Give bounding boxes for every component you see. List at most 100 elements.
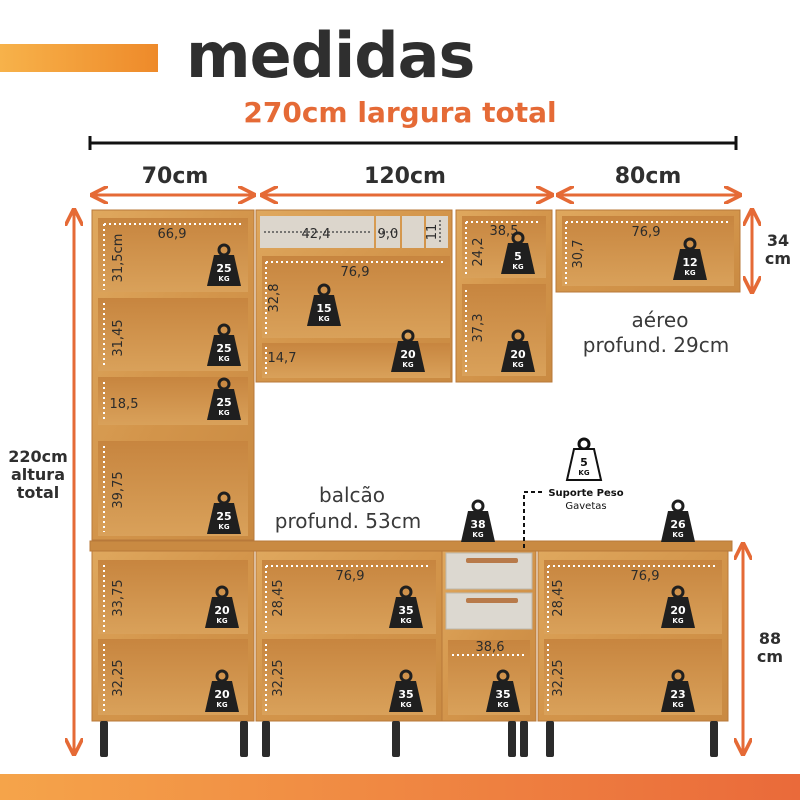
measure-31-45: 31,45 <box>111 319 126 356</box>
page-title: medidas <box>186 19 475 92</box>
total-width-label: 270cm largura total <box>243 96 557 129</box>
weight-value: 12 <box>682 256 697 269</box>
weight-unit: KG <box>672 531 683 539</box>
measure-66-9: 66,9 <box>158 227 187 242</box>
weight-unit: KG <box>216 617 227 625</box>
measure-38-5: 38,5 <box>490 224 519 239</box>
weight-unit: KG <box>400 617 411 625</box>
aereo-note-line2: profund. 29cm <box>583 333 729 357</box>
weight-value: 25 <box>216 342 231 355</box>
measure-42-4: 42,4 <box>302 227 331 242</box>
weight-value: 38 <box>470 518 485 531</box>
measure-14-7: 14,7 <box>268 351 297 366</box>
weight-value: 5 <box>514 250 522 263</box>
weight-unit: KG <box>218 355 229 363</box>
weight-value: 20 <box>670 604 686 617</box>
measure-28-45-right: 28,45 <box>551 579 566 616</box>
weight-unit: KG <box>218 275 229 283</box>
weight-value: 20 <box>510 348 526 361</box>
footer-accent-bar <box>0 774 800 800</box>
total-height-label-1: 220cm <box>8 447 68 466</box>
measurement-guides <box>103 221 728 712</box>
base-height-label-1: 88 <box>759 629 781 648</box>
width-label-right: 80cm <box>615 164 682 189</box>
measure-18-5: 18,5 <box>110 397 139 412</box>
width-label-middle: 120cm <box>364 164 446 189</box>
weight-icon-w-sup: 5KG <box>565 437 603 481</box>
weight-unit: KG <box>684 269 695 277</box>
measure-32-25-middle: 32,25 <box>271 659 286 696</box>
base-height-label-2: cm <box>757 647 783 666</box>
measure-76-9-right-upper: 76,9 <box>632 225 661 240</box>
weight-value: 35 <box>398 604 413 617</box>
drawer-top-guides <box>264 220 441 244</box>
measure-32-25-right: 32,25 <box>551 659 566 696</box>
measure-24-2: 24,2 <box>471 238 486 267</box>
measure-32-25-left: 32,25 <box>111 659 126 696</box>
weight-unit: KG <box>512 263 523 271</box>
measure-33-75: 33,75 <box>111 579 126 616</box>
weight-unit: KG <box>672 617 683 625</box>
weight-unit: KG <box>497 701 508 709</box>
balcao-note-line2: profund. 53cm <box>275 509 421 533</box>
suporte-pointer-line <box>523 491 542 548</box>
weight-unit: KG <box>578 469 589 477</box>
weight-value: 20 <box>214 604 230 617</box>
cabinet-legs <box>100 721 718 757</box>
measure-38-6: 38,6 <box>476 640 505 655</box>
weight-unit: KG <box>402 361 413 369</box>
weight-value: 25 <box>216 396 231 409</box>
measure-37-3: 37,3 <box>471 314 486 343</box>
weight-value: 23 <box>670 688 685 701</box>
weight-unit: KG <box>216 701 227 709</box>
measure-76-9-upper: 76,9 <box>341 265 370 280</box>
weight-unit: KG <box>400 701 411 709</box>
weight-unit: KG <box>218 523 229 531</box>
weight-value: 35 <box>398 688 413 701</box>
width-arrows <box>74 195 752 754</box>
balcao-note-line1: balcão <box>319 483 385 507</box>
width-label-left: 70cm <box>142 164 209 189</box>
aereo-note-line1: aéreo <box>632 308 689 332</box>
total-height-label-2: altura <box>11 465 65 484</box>
measure-31-5: 31,5cm <box>111 234 126 283</box>
measure-30-7: 30,7 <box>571 240 586 269</box>
upper-height-label-2: cm <box>765 249 791 268</box>
weight-value: 20 <box>400 348 416 361</box>
weight-value: 5 <box>580 456 588 469</box>
measure-76-9-base-right: 76,9 <box>631 569 660 584</box>
weight-value: 20 <box>214 688 230 701</box>
weight-unit: KG <box>218 409 229 417</box>
weight-unit: KG <box>318 315 329 323</box>
weight-value: 25 <box>216 510 231 523</box>
total-height-label-3: total <box>17 483 60 502</box>
measure-76-9-base-middle: 76,9 <box>336 569 365 584</box>
weight-unit: KG <box>472 531 483 539</box>
weight-unit: KG <box>672 701 683 709</box>
measure-11: 11 <box>425 224 440 241</box>
weight-value: 35 <box>495 688 510 701</box>
measure-9-0: 9,0 <box>378 227 399 242</box>
measure-39-75: 39,75 <box>111 471 126 508</box>
upper-height-label-1: 34 <box>767 231 789 250</box>
weight-icon-w-s1: 5KG <box>501 231 535 274</box>
measure-28-45-middle: 28,45 <box>271 579 286 616</box>
suporte-note-line2: Gavetas <box>565 501 606 512</box>
